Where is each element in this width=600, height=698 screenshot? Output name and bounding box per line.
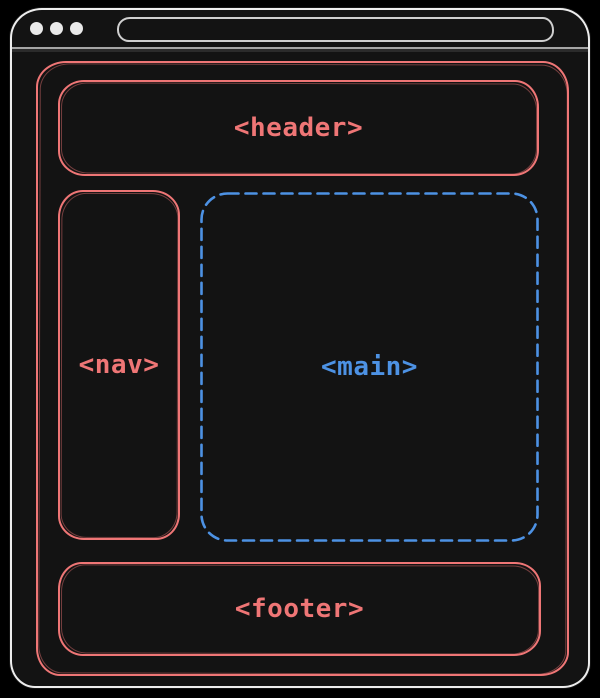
window-control-dots-icon — [30, 22, 83, 35]
header-region: <header> — [58, 80, 539, 176]
dashed-border-icon — [200, 192, 539, 542]
header-region-label: <header> — [233, 113, 364, 143]
window-control-dot-icon — [50, 22, 63, 35]
footer-region-label: <footer> — [234, 594, 365, 624]
nav-region-label: <nav> — [78, 350, 160, 380]
nav-region: <nav> — [58, 190, 180, 540]
window-control-dot-icon — [70, 22, 83, 35]
window-control-dot-icon — [30, 22, 43, 35]
browser-window: <header> <nav> <main> <footer> — [10, 8, 590, 688]
address-bar — [117, 17, 554, 42]
browser-titlebar — [12, 10, 588, 49]
main-region: <main> — [200, 192, 539, 542]
page-viewport-outline — [36, 61, 569, 676]
main-region-label: <main> — [321, 352, 418, 382]
footer-region: <footer> — [58, 562, 541, 656]
